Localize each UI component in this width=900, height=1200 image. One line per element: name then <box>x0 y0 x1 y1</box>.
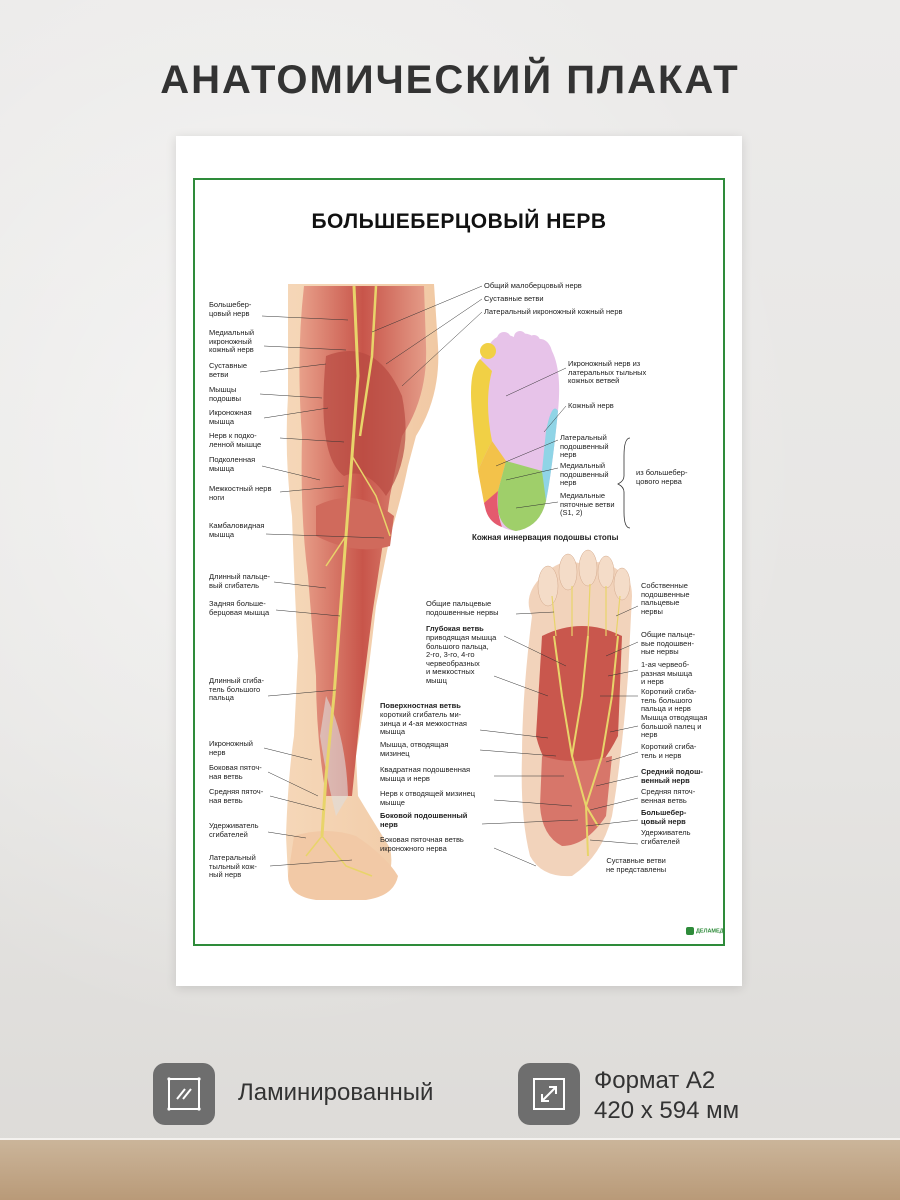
foot-right-label-3: Короткий сгиба- тель большого пальца и н… <box>641 687 697 713</box>
foot-left-label-1: Глубокая ветвь <box>426 624 484 633</box>
foot-left-label-8: Боковой подошвенный нерв <box>380 811 468 829</box>
leg-label-13: Боковая пяточ- ная ветвь <box>209 763 262 781</box>
leg-label-5: Нерв к подко- ленной мышце <box>209 431 262 449</box>
foot-left-label-3: Поверхностная ветвь <box>380 701 461 710</box>
leg-label-6: Подколенная мышца <box>209 455 256 473</box>
leg-illustration <box>259 284 639 900</box>
foot-left-label-5: Мышца, отводящая мизинец <box>380 740 449 758</box>
poster-frame <box>193 178 725 946</box>
baseboard <box>0 1138 900 1141</box>
sole-label-4: Медиальные пяточные ветви (S1, 2) <box>560 491 615 517</box>
foot-right-label-1: Общие пальце- вые подошвен- ные нервы <box>641 630 696 656</box>
top-label-1: Суставные ветви <box>484 294 544 303</box>
leg-label-8: Камбаловидная мышца <box>209 521 265 539</box>
foot-left-label-6: Квадратная подошвенная мышца и нерв <box>380 765 471 783</box>
poster-title: БОЛЬШЕБЕРЦОВЫЙ НЕРВ <box>311 210 607 233</box>
logo-mark-icon <box>686 927 694 935</box>
leg-label-1: Медиальный икроножный кожный нерв <box>209 328 255 354</box>
feature-laminated-label: Ламинированный <box>238 1079 434 1106</box>
feature-format-label: Формат А2 420 х 594 мм <box>594 1067 740 1124</box>
foot-left-label-9: Боковая пяточная ветвь икроножного нерва <box>380 835 464 853</box>
sole-label-3: Медиальный подошвенный нерв <box>560 461 609 487</box>
sole-label-2: Латеральный подошвенный нерв <box>560 433 609 459</box>
sole-label-1: Кожный нерв <box>568 401 614 410</box>
foot-right-label-6: Средний подош- венный нерв <box>641 767 703 785</box>
wooden-floor <box>0 1140 900 1200</box>
leg-label-11: Длинный сгиба- тель большого пальца <box>209 676 265 702</box>
page-heading: АНАТОМИЧЕСКИЙ ПЛАКАТ <box>160 58 740 102</box>
foot-right-label-0: Собственные подошвенные пальцевые нервы <box>641 581 690 616</box>
leg-label-2: Суставные ветви <box>209 361 248 379</box>
publisher-logo: ДЕЛАМЕД <box>686 927 724 935</box>
foot-right-label-9: Удерживатель сгибателей <box>641 828 691 846</box>
sole-label-0: Икроножный нерв из латеральных тыльных к… <box>568 359 647 385</box>
sole-caption: Кожная иннервация подошвы стопы <box>472 533 619 542</box>
leg-label-7: Межкостный нерв ноги <box>209 484 272 502</box>
leg-label-10: Задняя больше- берцовая мышца <box>209 599 270 617</box>
leg-label-12: Икроножный нерв <box>209 739 253 757</box>
top-label-0: Общий малоберцовый нерв <box>484 281 582 290</box>
leg-label-4: Икроножная мышца <box>209 408 252 426</box>
sole-group-label: из большебер- цового нерва <box>636 468 688 486</box>
foot-right-label-2: 1-ая червеоб- разная мышца и нерв <box>641 660 693 686</box>
foot-left-label-2: приводящая мышца большого пальца, 2-го, … <box>426 633 497 685</box>
foot-right-label-10: Суставные ветви не представлены <box>606 856 667 874</box>
logo-text: ДЕЛАМЕД <box>696 928 724 935</box>
foot-left-label-0: Общие пальцевые подошвенные нервы <box>426 599 499 617</box>
leg-label-15: Удерживатель сгибателей <box>209 821 259 839</box>
foot-left-label-4: короткий сгибатель ми- зинца и 4-ая межк… <box>380 710 467 736</box>
leg-label-9: Длинный пальце- вый сгибатель <box>209 572 270 590</box>
foot-right-label-7: Средняя пяточ- венная ветвь <box>641 787 696 805</box>
anatomical-poster: БОЛЬШЕБЕРЦОВЫЙ НЕРВ <box>176 136 742 986</box>
resize-icon <box>518 1063 580 1125</box>
leg-label-14: Средняя пяточ- ная ветвь <box>209 787 264 805</box>
leg-label-0: Большебер- цовый нерв <box>209 300 252 318</box>
top-label-2: Латеральный икроножный кожный нерв <box>484 307 623 316</box>
leg-label-16: Латеральный тыльный кож- ный нерв <box>209 853 257 879</box>
foot-right-label-8: Большебер- цовый нерв <box>641 808 687 826</box>
foot-right-label-5: Короткий сгиба- тель и нерв <box>641 742 697 760</box>
sole-map <box>471 331 560 531</box>
laminate-icon <box>153 1063 215 1125</box>
leg-label-3: Мышцы подошвы <box>209 385 242 403</box>
foot-plantar-illustration <box>521 549 632 877</box>
foot-left-label-7: Нерв к отводящей мизинец мышце <box>380 789 476 807</box>
foot-right-label-4: Мышца отводящая большой палец и нерв <box>641 713 708 739</box>
